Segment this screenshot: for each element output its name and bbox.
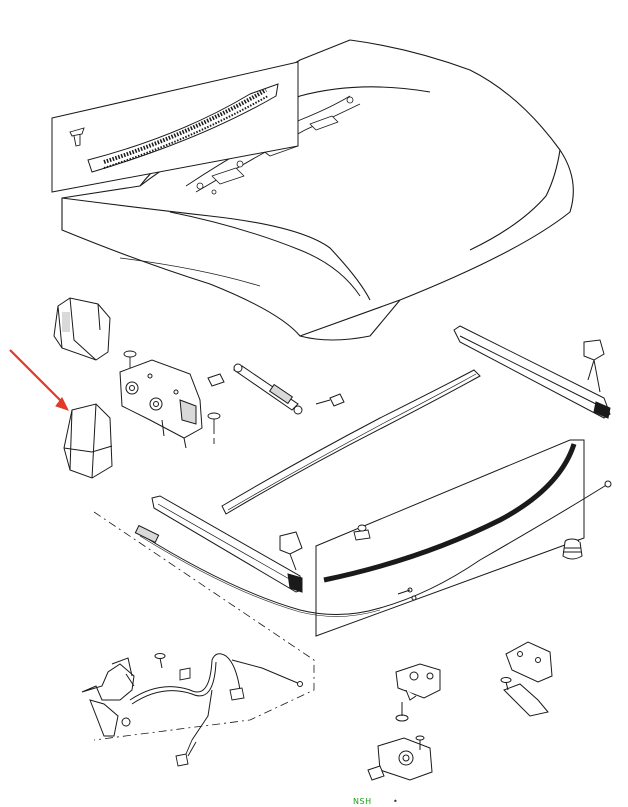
splash-shield-lower <box>63 403 113 479</box>
bump-stop <box>562 538 583 560</box>
splash-shield-upper <box>53 297 111 361</box>
hinge-bolt-icon <box>123 350 221 444</box>
footer-code: NSH <box>353 797 372 806</box>
retainer-clip-icon <box>353 524 371 541</box>
release-cable-lower <box>129 653 303 741</box>
side-seal-strip <box>151 495 303 593</box>
latch-lower <box>367 735 433 781</box>
release-mechanism-inset <box>93 511 315 741</box>
pointer-arrow <box>9 349 69 411</box>
footer-mark: • <box>393 797 398 806</box>
hood-panel <box>61 39 574 341</box>
hood-hinge <box>119 359 203 449</box>
seal-detail-inset <box>315 439 585 637</box>
gas-strut <box>207 363 345 415</box>
push-clip-icon <box>69 127 85 147</box>
cowl-grille-inset <box>51 61 299 193</box>
cable-clip-icon <box>175 667 245 767</box>
hood-striker <box>500 641 553 717</box>
rear-seal-strip <box>453 325 611 419</box>
release-cable <box>134 480 612 617</box>
release-handle <box>81 657 135 737</box>
hood-latch <box>395 663 441 722</box>
front-weatherstrip <box>221 369 481 515</box>
